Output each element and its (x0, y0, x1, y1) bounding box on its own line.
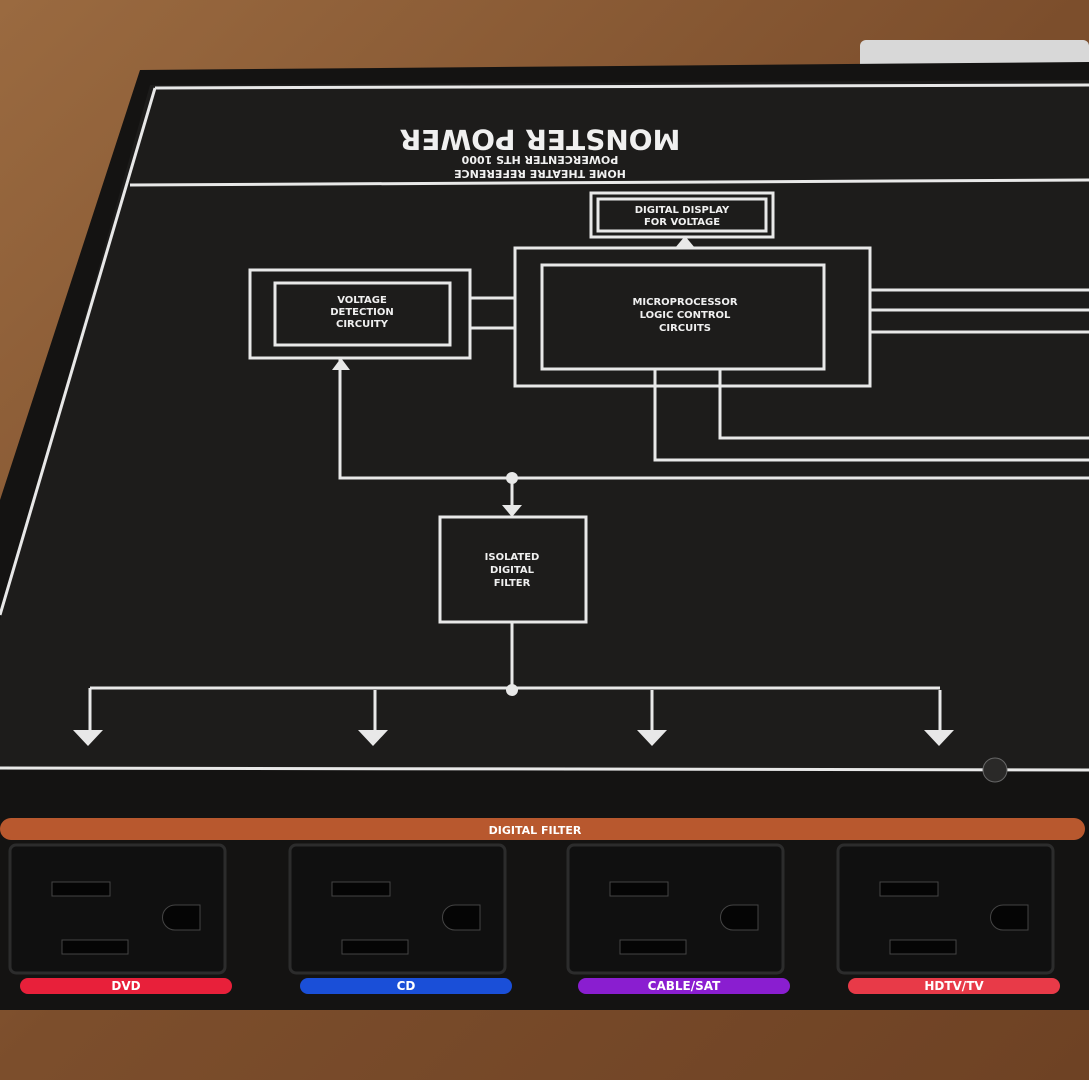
outlet-label: HDTV/TV (924, 979, 984, 993)
brand-logo: MONSTER POWER (400, 123, 681, 156)
outlet-label-bar (20, 978, 232, 994)
ground-hole (442, 904, 481, 931)
filter-label: DIGITAL (490, 565, 535, 576)
outlet-slot (889, 939, 957, 955)
display-label: FOR VOLTAGE (644, 217, 720, 228)
filter-label: ISOLATED (485, 552, 540, 563)
micro-label: LOGIC CONTROL (640, 310, 731, 321)
voltage-label: CIRCUITY (336, 319, 389, 330)
arrow-icons (73, 236, 954, 746)
voltage-label: DETECTION (330, 307, 394, 318)
outlet-label: DVD (111, 979, 140, 993)
ground-hole (162, 904, 201, 931)
display-label: DIGITAL DISPLAY (635, 205, 730, 216)
model-line-2: POWERCENTER HTS 1000 (461, 153, 618, 166)
digital-filter-strip (0, 818, 1085, 840)
filter-label: FILTER (494, 578, 531, 589)
screw-icon (982, 757, 1008, 783)
outlet-label: CD (397, 979, 416, 993)
ground-hole (720, 904, 759, 931)
outlet-slot (609, 881, 669, 897)
ground-hole (990, 904, 1029, 931)
diagram-lines (0, 83, 1089, 772)
strip-label: DIGITAL FILTER (489, 824, 582, 837)
outlet-label-bar (848, 978, 1060, 994)
top-panel (0, 80, 1089, 770)
outlet-label-bar (578, 978, 790, 994)
model-line-1: HOME THEATRE REFERENCE (454, 167, 626, 180)
outlet-slot (879, 881, 939, 897)
voltage-label: VOLTAGE (337, 295, 387, 306)
outlet-label-bar (300, 978, 512, 994)
micro-label: CIRCUITS (659, 323, 711, 334)
outlet-slot (51, 881, 111, 897)
outlet-slot (331, 881, 391, 897)
outlet-label: CABLE/SAT (648, 979, 721, 993)
outlet-slot (61, 939, 129, 955)
outlet-slot (619, 939, 687, 955)
micro-label: MICROPROCESSOR (632, 297, 737, 308)
outlet-slot (341, 939, 409, 955)
